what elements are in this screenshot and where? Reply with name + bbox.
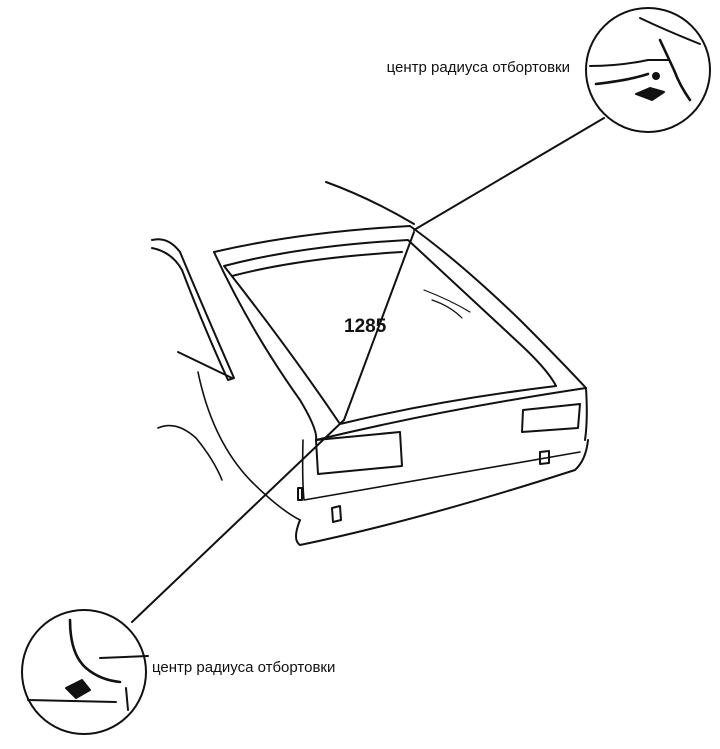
top-callout-label: центр радиуса отбортовки	[387, 59, 570, 76]
bottom-detail-circle	[21, 609, 149, 735]
bottom-callout-label: центр радиуса отбортовки	[152, 659, 335, 676]
leader-lines	[131, 117, 605, 623]
bottom-leader-line	[131, 419, 345, 623]
car-body	[151, 181, 589, 546]
dimension-label: 1285	[344, 316, 387, 337]
top-leader-line	[413, 117, 605, 231]
top-detail-circle	[585, 7, 711, 133]
dimension-line	[343, 231, 415, 421]
